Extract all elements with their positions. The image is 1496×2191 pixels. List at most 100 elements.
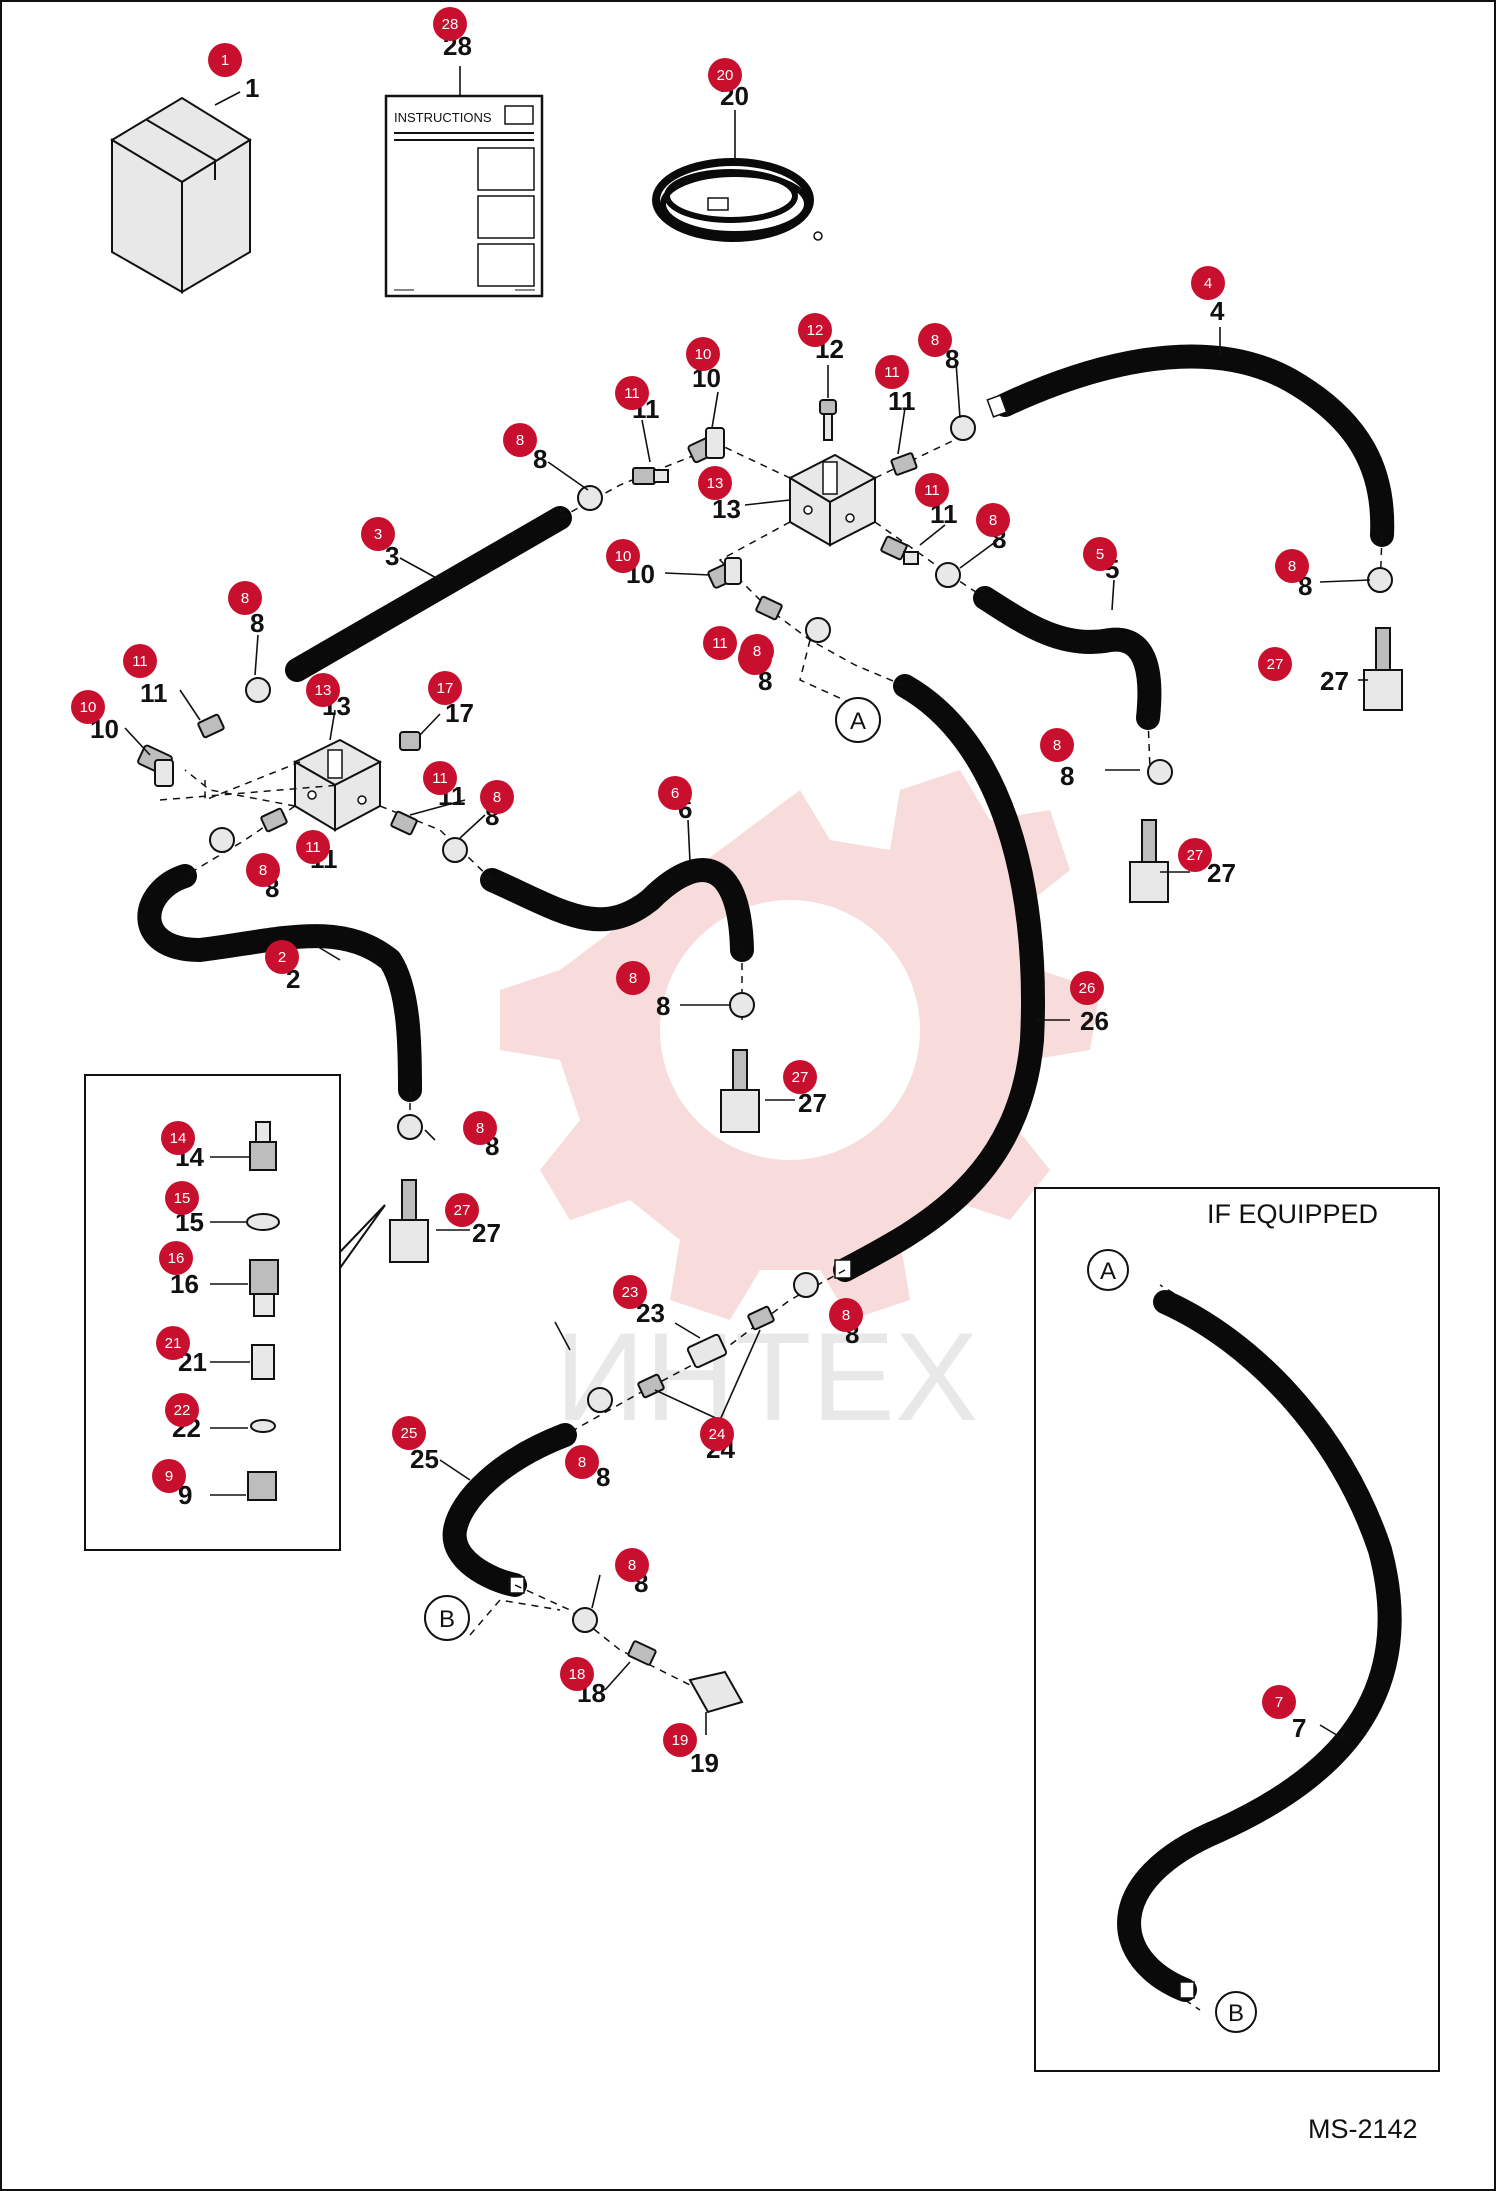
badge-label: 28 [442,16,459,33]
label-4: 4 [1210,296,1225,326]
badge-27: 27 [1178,838,1212,872]
badge-label: 8 [629,970,637,987]
badge-label: 25 [401,1425,418,1442]
badge-circle [161,1121,195,1155]
label-7: 7 [1292,1713,1306,1743]
badge-circle [433,7,467,41]
hose-4 [993,344,1395,547]
label-9: 9 [178,1480,192,1510]
badge-circle [700,1417,734,1451]
badge-circle [480,780,514,814]
svg-text:A: A [1100,1258,1116,1285]
adapter-24-a [747,1305,775,1331]
badge-7: 7 [1262,1685,1296,1719]
badge-4: 4 [1191,266,1225,300]
badge-circle [915,473,949,507]
adapter-18 [627,1640,657,1666]
hose-5 [973,586,1162,730]
label-27a: 27 [1320,666,1349,696]
badge-circle [71,690,105,724]
label-11b: 11 [888,386,916,416]
adapter-23 [686,1333,728,1369]
badge-label: 22 [174,1402,191,1419]
badge-20: 20 [708,58,742,92]
badge-label: 23 [622,1284,639,1301]
badge-19: 19 [663,1723,697,1757]
hose-6 [480,858,754,962]
badge-11: 11 [615,376,649,410]
badge-label: 8 [241,590,249,607]
badge-13: 13 [698,466,732,500]
badge-label: 11 [712,635,728,652]
badge-label: 8 [842,1307,850,1324]
instruction-sheet-title: INSTRUCTIONS [394,110,492,125]
badge-label: 27 [792,1069,809,1086]
badge-label: 11 [624,385,640,402]
badge-8: 8 [615,1548,649,1582]
callout-a-main: A [835,697,881,743]
badge-circle [423,761,457,795]
watermark-inner-circle [660,900,920,1160]
badge-21: 21 [156,1326,190,1360]
badge-circle [783,1060,817,1094]
badge-22: 22 [165,1393,199,1427]
badge-label: 8 [516,432,524,449]
badge-8: 8 [976,503,1010,537]
badge-label: 8 [931,332,939,349]
badge-label: 14 [170,1130,187,1147]
badge-label: 8 [989,512,997,529]
label-19: 19 [690,1748,719,1778]
badge-circle [798,313,832,347]
adapter-11-a [632,467,669,485]
adapter-11-e [197,713,225,739]
plug-17 [399,731,421,751]
badge-26: 26 [1070,971,1104,1005]
elbow-10-mid [707,557,742,589]
label-26: 26 [1080,1006,1109,1036]
badge-label: 12 [807,322,824,339]
coiled-hose [652,158,823,242]
badge-circle [1083,537,1117,571]
manifold-block-13-lower [292,738,383,832]
grease-fitting-27-mid [1129,819,1169,903]
badge-label: 18 [569,1666,586,1683]
badge-circle [165,1393,199,1427]
badge-circle [829,1298,863,1332]
document-id: MS-2142 [1308,2114,1418,2144]
svg-text:A: A [850,708,866,735]
badge-8: 8 [918,323,952,357]
badge-24: 24 [700,1417,734,1451]
badge-15: 15 [165,1181,199,1215]
badge-9: 9 [152,1459,186,1493]
badge-circle [428,671,462,705]
badge-circle [246,853,280,887]
adapter-11-f [390,810,418,836]
label-8j: 8 [656,991,670,1021]
badge-circle [123,644,157,678]
badge-8: 8 [1275,549,1309,583]
badge-layer: 1282041210118118131183108588271110131711… [71,7,1309,1757]
badge-8: 8 [463,1111,497,1145]
badge-label: 10 [615,548,632,565]
watermark-text: ИНТЕХ [555,1308,978,1447]
badge-label: 16 [168,1250,185,1267]
badge-label: 26 [1079,980,1096,997]
badge-label: 3 [374,526,382,543]
badge-label: 11 [132,653,148,670]
badge-circle [976,503,1010,537]
badge-circle [658,776,692,810]
label-11d: 11 [140,678,168,708]
badge-circle [615,376,649,410]
label-8f: 8 [250,608,264,638]
badge-label: 27 [1187,847,1204,864]
badge-18: 18 [560,1657,594,1691]
badge-8: 8 [565,1445,599,1479]
badge-circle [740,634,774,668]
badge-label: 10 [695,346,712,363]
badge-27: 27 [783,1060,817,1094]
grease-fitting-27-center [720,1049,760,1133]
label-27b: 27 [1207,858,1236,888]
badge-label: 17 [437,680,454,697]
badge-11: 11 [703,626,737,660]
